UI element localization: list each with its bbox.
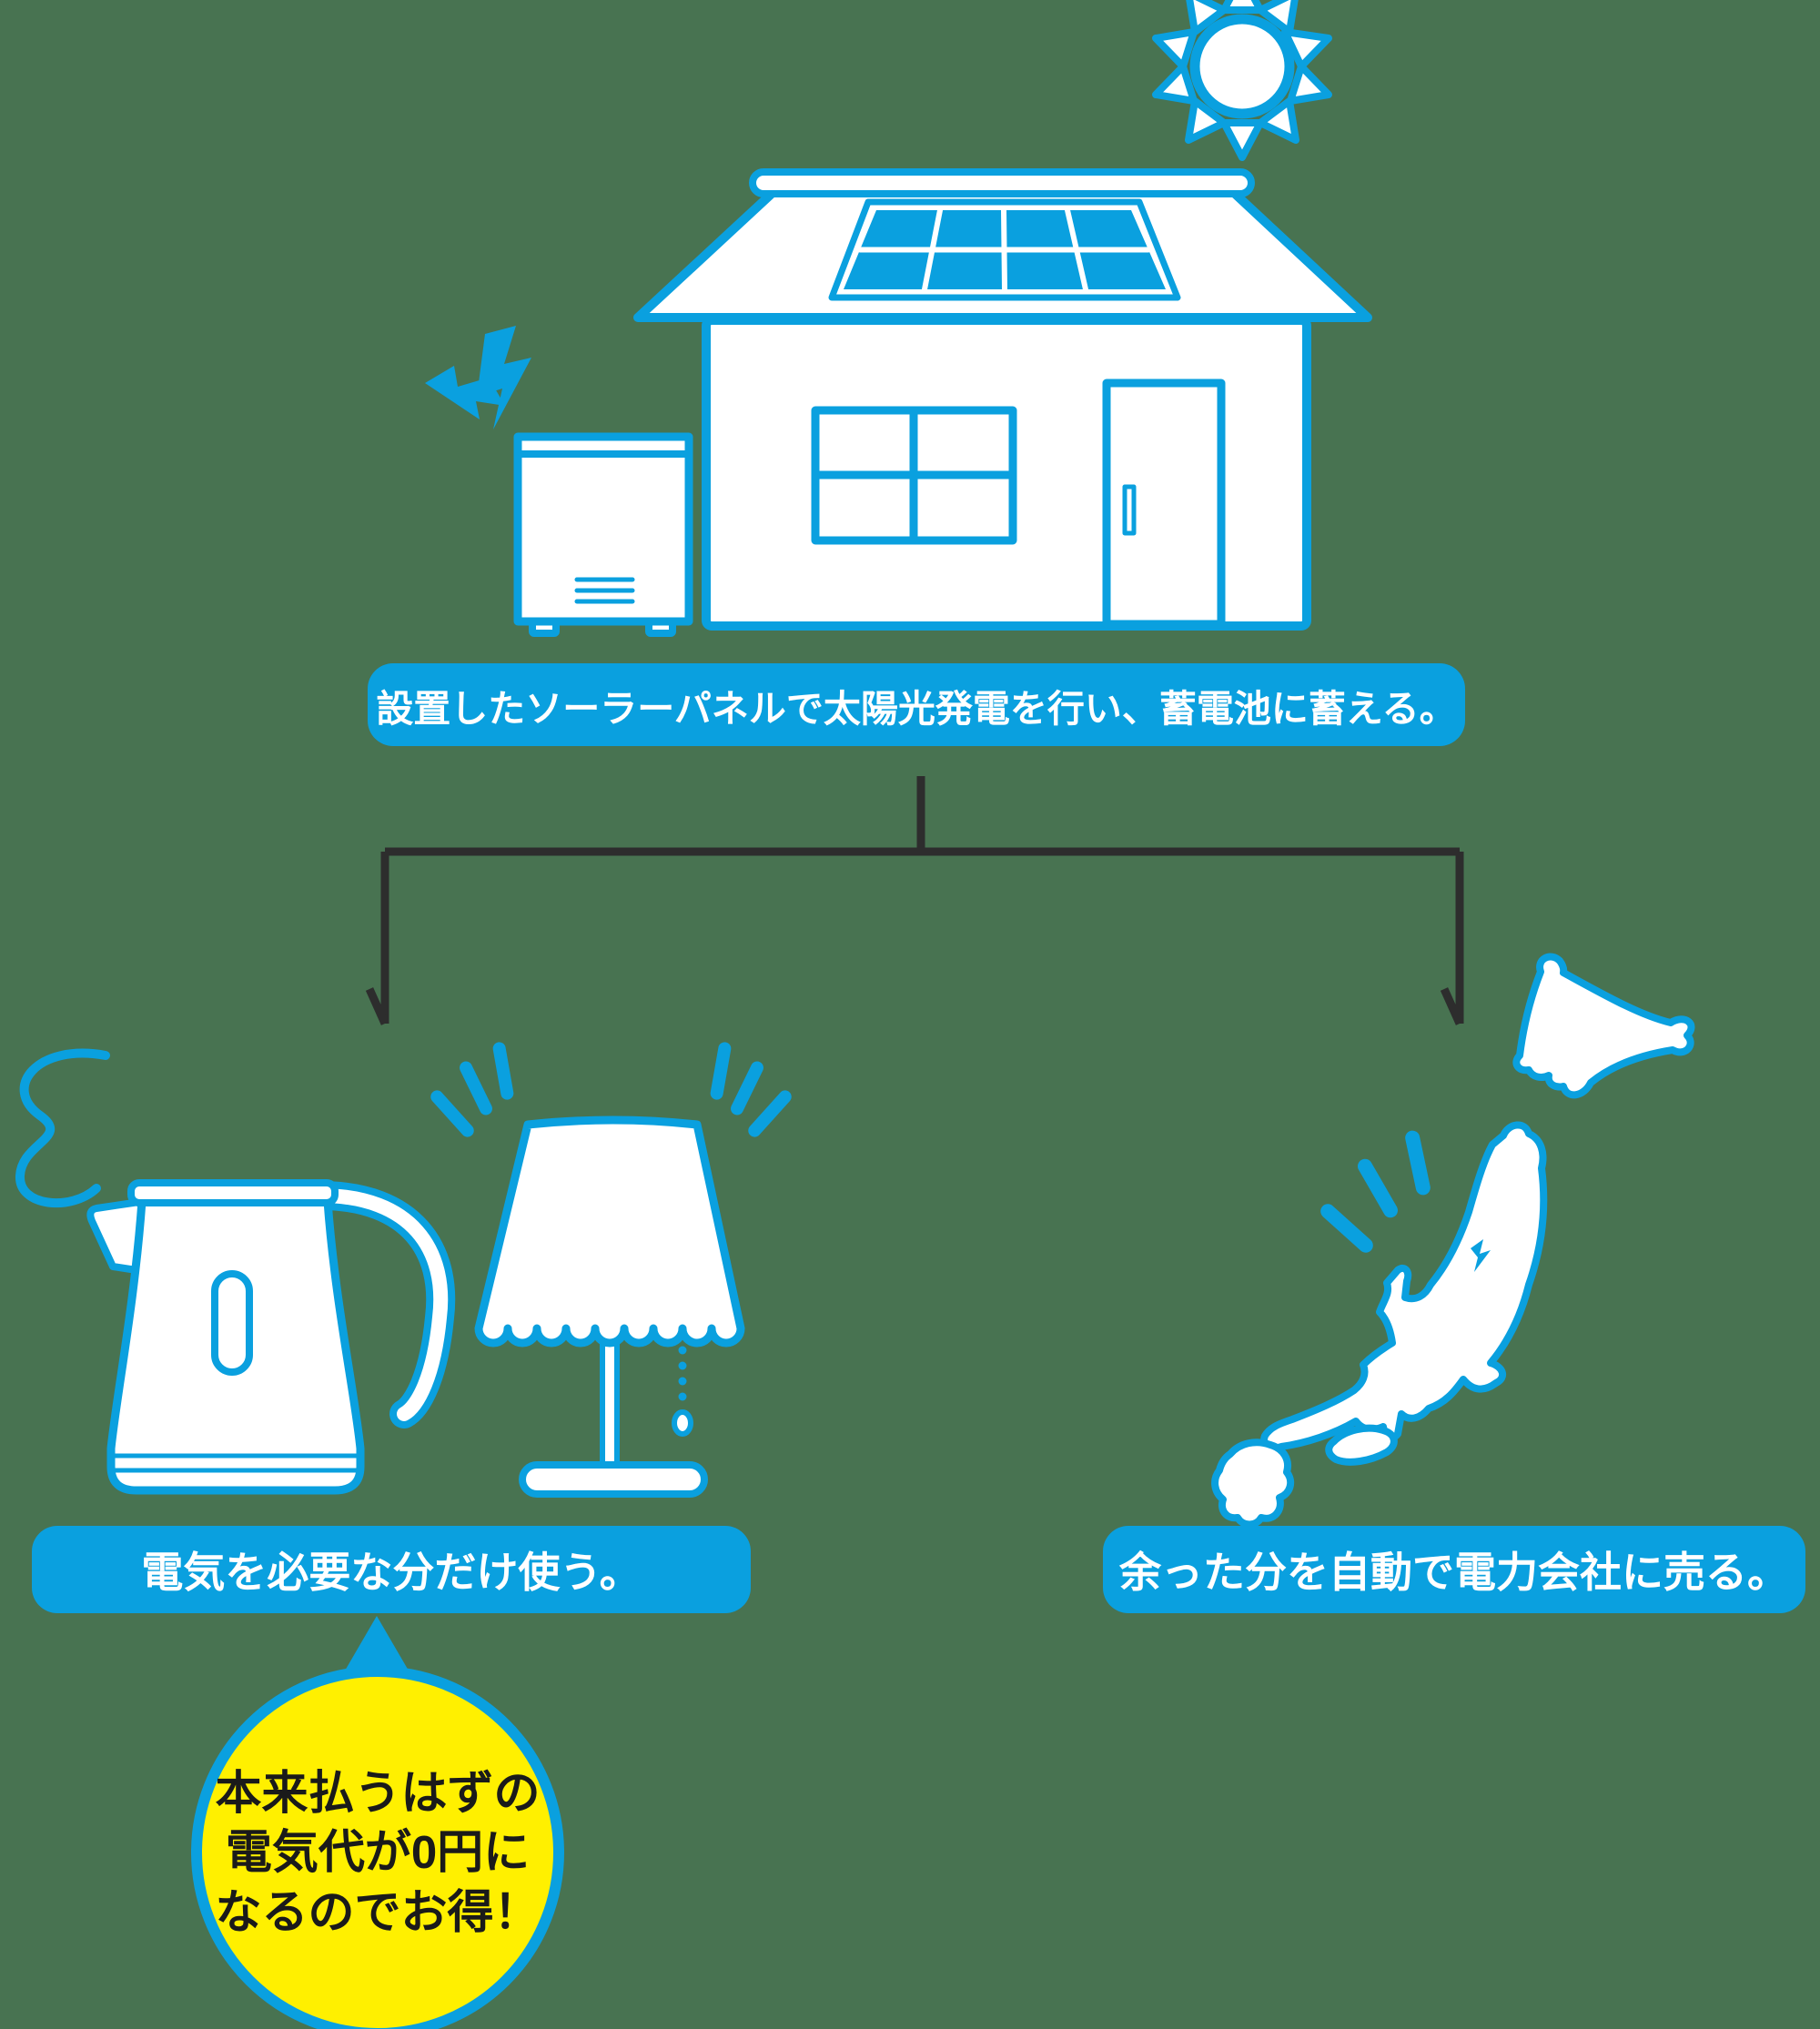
arrowhead-left bbox=[365, 987, 389, 1025]
steam-icon bbox=[15, 1048, 110, 1208]
door-handle bbox=[1122, 484, 1137, 536]
callout-line2: 電気代が0円に bbox=[225, 1826, 531, 1879]
shikoku bbox=[1325, 1424, 1398, 1466]
lamp-stem bbox=[600, 1335, 620, 1473]
lamp-pull-chain bbox=[672, 1346, 693, 1437]
electric-kettle-icon bbox=[15, 1048, 456, 1495]
storage-battery-icon bbox=[425, 326, 693, 637]
step1-banner: 設置したソーラーパネルで太陽光発電を行い、蓄電池に蓄える。 bbox=[368, 663, 1465, 746]
kettle-spout bbox=[86, 1197, 149, 1274]
lamp-base bbox=[519, 1461, 708, 1498]
flow-arrows bbox=[365, 776, 1464, 1025]
savings-callout-bubble: 本来払うはずの 電気代が0円に なるのでお得！ bbox=[191, 1666, 564, 2029]
house-window bbox=[811, 406, 1017, 545]
step3-banner-label: 余った分を自動で電力会社に売る。 bbox=[1119, 1549, 1789, 1596]
shine-rays-icon bbox=[430, 1042, 792, 1137]
lamp-shade bbox=[474, 1115, 745, 1348]
step2-banner-label: 電気を必要な分だけ使う。 bbox=[141, 1549, 642, 1596]
kettle-lid bbox=[127, 1179, 339, 1206]
callout-line1: 本来払うはずの bbox=[215, 1767, 541, 1820]
table-lamp-icon bbox=[430, 1042, 792, 1498]
roof-ridge-cap bbox=[749, 168, 1255, 197]
house-with-solar-panel-icon bbox=[633, 168, 1372, 631]
step3-banner: 余った分を自動で電力会社に売る。 bbox=[1103, 1526, 1805, 1613]
shine-rays-icon bbox=[1320, 1130, 1431, 1253]
house-door bbox=[1102, 379, 1226, 629]
kettle-switch bbox=[211, 1270, 253, 1376]
callout-line3: なるのでお得！ bbox=[215, 1885, 541, 1938]
honshu bbox=[1260, 1121, 1548, 1452]
hokkaido bbox=[1512, 953, 1695, 1099]
electric-spark-icon bbox=[425, 326, 531, 429]
kyushu bbox=[1211, 1438, 1295, 1529]
solar-panel-icon bbox=[828, 198, 1181, 301]
sado-island bbox=[1471, 1239, 1491, 1272]
arrowhead-right bbox=[1440, 987, 1464, 1025]
japan-map-icon bbox=[1211, 953, 1695, 1529]
callout-tail bbox=[341, 1616, 412, 1677]
sun-icon bbox=[1152, 0, 1332, 161]
step1-banner-label: 設置したソーラーパネルで太陽光発電を行い、蓄電池に蓄える。 bbox=[376, 687, 1457, 730]
step2-banner: 電気を必要な分だけ使う。 bbox=[32, 1526, 751, 1613]
